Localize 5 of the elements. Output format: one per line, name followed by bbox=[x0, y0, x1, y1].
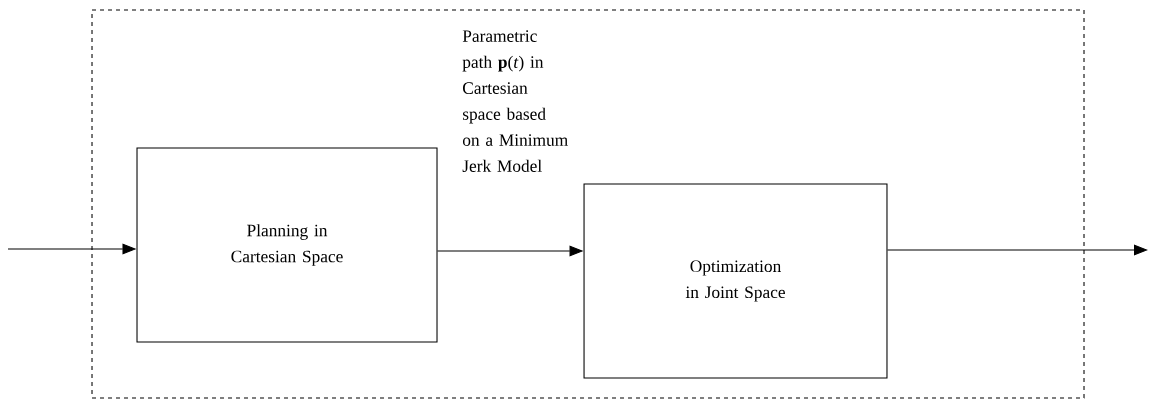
arrow bbox=[886, 244, 1148, 256]
system-boundary bbox=[91, 9, 1085, 399]
process-box: Planning in Cartesian Space bbox=[136, 147, 438, 343]
process-box: Optimization in Joint Space bbox=[583, 183, 888, 379]
edge-label: Parametric path p(t) in Cartesian space based on a Minimum Jerk Model bbox=[462, 30, 568, 172]
